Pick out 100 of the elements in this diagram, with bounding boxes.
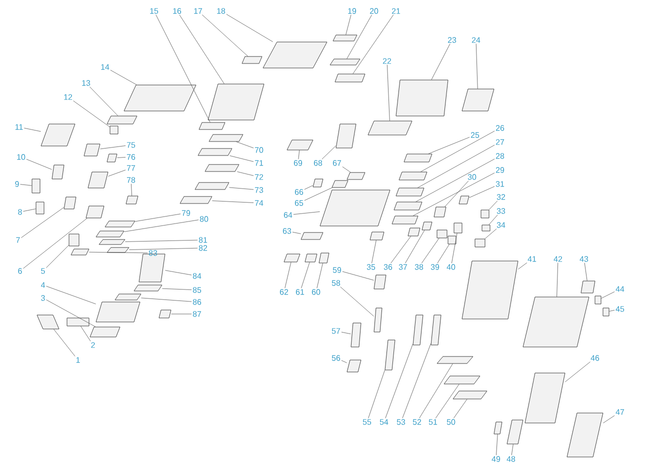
callout-number: 24 [472,37,480,43]
car-part-drawing [346,360,362,372]
leader-line [117,157,126,158]
callout-number: 40 [446,264,456,270]
callout-number: 77 [126,165,136,171]
leader-line [476,44,478,89]
car-part-drawing [394,202,422,210]
leader-line [372,240,376,264]
leader-line [237,172,254,176]
car-part-drawing [318,252,330,264]
car-part-drawing [370,232,384,240]
leader-line [304,188,332,201]
car-part-drawing [32,178,40,194]
car-part-drawing [396,80,448,116]
car-part-drawing [70,248,90,256]
callout-number: 47 [616,409,624,415]
callout-number: 53 [396,419,406,425]
callout-number: 13 [82,80,90,86]
car-part-drawing [384,340,396,370]
callout-number: 2 [91,342,95,348]
car-part-drawing [66,318,90,326]
car-part-drawing [436,230,448,238]
leader-line [20,184,32,186]
callout-number: 28 [496,153,504,159]
leader-line [179,14,224,84]
car-part-drawing [204,164,240,172]
leader-line [488,214,498,225]
leader-line [341,360,347,363]
car-part-drawing [84,144,100,156]
car-part-drawing [458,196,470,204]
car-part-drawing [506,420,524,444]
car-part-drawing [448,236,456,244]
car-part-drawing [320,190,390,226]
leader-line [444,180,469,207]
callout-number: 10 [17,154,26,160]
leader-line [46,300,96,327]
callout-number: 50 [446,419,456,425]
car-part-drawing [398,172,428,180]
car-part-drawing [106,154,118,162]
car-part-drawing [208,134,244,142]
car-part-drawing [334,74,366,82]
leader-line [346,14,352,35]
leader-line [162,288,192,290]
leader-line [212,200,254,203]
callout-number: 76 [126,154,136,160]
callout-number: 60 [312,289,320,295]
car-part-drawing [350,322,362,348]
leader-line [156,14,210,122]
car-part-drawing [124,84,196,112]
car-part-drawing [198,148,232,156]
callout-number: 5 [41,268,45,274]
leader-line [304,185,313,190]
leader-line [402,343,431,418]
callout-number: 39 [430,264,440,270]
car-part-drawing [68,234,80,246]
leader-line [601,292,615,299]
callout-number: 11 [15,124,23,130]
leader-line [417,144,495,188]
leader-line [496,434,498,456]
car-part-drawing [198,122,226,130]
callout-number: 72 [254,174,264,180]
leader-line [609,310,615,312]
leader-line [412,172,495,216]
car-part-drawing [158,310,172,318]
callout-number: 57 [332,328,340,334]
callout-number: 70 [254,147,264,153]
leader-line [298,150,300,160]
leader-line [428,137,470,154]
car-part-drawing [114,294,142,300]
car-part-drawing [452,390,488,400]
callout-number: 44 [616,286,624,292]
callout-number: 38 [414,264,424,270]
car-part-drawing [208,84,264,120]
car-part-drawing [522,296,590,348]
car-part-drawing [104,220,136,228]
callout-number: 31 [496,181,504,187]
callout-number: 18 [217,8,226,14]
callout-number: 8 [18,209,22,215]
callout-number: 71 [254,160,264,166]
leader-line [416,158,495,202]
leader-line [352,14,394,74]
leader-line [488,200,498,210]
callout-number: 86 [192,299,202,305]
leader-line [108,170,126,176]
leader-line [484,228,497,239]
car-part-drawing [566,412,604,458]
leader-line [346,14,372,59]
callout-number: 67 [332,160,342,166]
callout-number: 62 [280,289,288,295]
callout-number: 83 [148,250,158,256]
car-part-drawing [98,239,126,245]
leader-line [431,44,450,80]
callout-number: 4 [40,282,45,288]
leader-line [124,220,199,232]
leader-line [603,415,615,424]
callout-number: 32 [496,194,506,200]
leader-line [46,286,96,304]
car-part-drawing [36,202,44,214]
leader-line [518,262,528,270]
callout-number: 29 [496,167,504,173]
